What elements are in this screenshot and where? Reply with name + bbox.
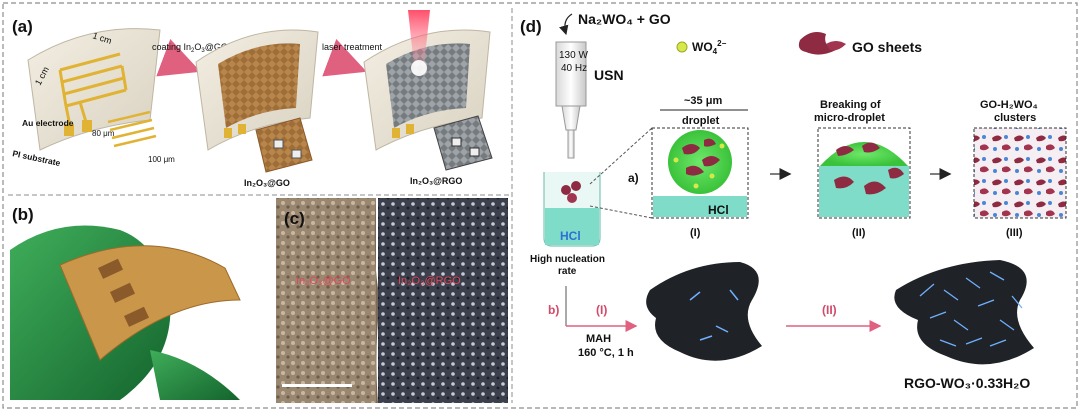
freq-label: 40 Hz [561, 63, 587, 74]
panel-c: (c) In₂O₃@GO In₂O₃@RGO [276, 198, 508, 403]
au-electrode-label: Au electrode [22, 118, 74, 128]
mah-label: MAH [586, 333, 611, 345]
breaking-l2: micro-droplet [814, 112, 885, 124]
go-legend-label: GO sheets [852, 39, 922, 55]
power-label: 130 W [559, 50, 588, 61]
panel-a-label: (a) [12, 17, 33, 36]
box-hcl-label: HCl [708, 203, 729, 217]
droplet-particle [567, 193, 577, 203]
mah-cond-label: 160 °C, 1 h [578, 347, 634, 359]
stage-i-label: (I) [690, 227, 701, 239]
clusters-l1: GO-H₂WO₄ [980, 99, 1038, 111]
breaking-l1: Breaking of [820, 99, 881, 111]
panel-b-label: (b) [12, 205, 34, 224]
step-laser-label: laser treatment [322, 42, 383, 52]
region-rgo-label: In₂O₃@RGO [398, 275, 461, 287]
droplet-particle [571, 181, 581, 191]
micrograph-rgo-region [378, 198, 508, 403]
route-b-label: b) [548, 303, 559, 317]
panel-d: (d) Na₂WO₄ + GO 130 W 40 Hz USN HCl High… [520, 11, 1067, 391]
interdigitated-electrode [58, 52, 128, 127]
nanoparticle [451, 137, 462, 147]
nebulizer-nozzle [567, 129, 575, 159]
panel-d-label: (d) [520, 17, 542, 36]
panel-b: (b) [8, 198, 270, 403]
wo4-ions [673, 143, 725, 189]
stage-i-hcl [653, 196, 747, 217]
go-sheets-in-droplet [682, 138, 720, 176]
droplet-size-label: ~35 μm [684, 95, 722, 107]
go-sheet-legend-icon [826, 41, 846, 51]
electrode-pad [82, 120, 92, 132]
rgo-wo3-product [894, 260, 1034, 365]
go-sheet-intermediate [646, 262, 762, 361]
zoom-line-top [589, 127, 653, 185]
product-label: RGO-WO₃·0.33H₂O [904, 375, 1030, 391]
go-sheets-stage-ii [834, 142, 904, 195]
route-a-label: a) [628, 171, 639, 185]
stage-ii-label: (II) [852, 227, 866, 239]
pi-substrate-film [27, 28, 161, 151]
in2o3-rgo-label: In₂O₃@RGO [410, 176, 462, 186]
nanoparticle [469, 147, 480, 157]
droplet-word: droplet [682, 115, 720, 127]
panel-c-label: (c) [284, 209, 305, 228]
clusters-l2: clusters [994, 112, 1036, 124]
droplet-particle [561, 185, 571, 195]
process-arrow-2 [322, 38, 367, 77]
nanoparticle [273, 139, 284, 149]
dim-80um: 80 μm [92, 129, 115, 138]
region-go-label: In₂O₃@GO [296, 275, 351, 287]
electrode-pad [224, 128, 232, 138]
micro-droplet [668, 130, 732, 194]
electrode-pad [392, 128, 400, 138]
stage-iii-box [973, 127, 1067, 219]
electrode-pad [238, 124, 246, 134]
dim-100um: 100 μm [148, 155, 175, 164]
step-coating-label: coating In2O3@GO [152, 42, 228, 54]
nanorods-sparse [689, 289, 739, 341]
electrode-zoom [107, 110, 157, 148]
wo4-legend-icon [676, 41, 688, 53]
zoom-line-bottom [589, 205, 653, 219]
electrode-pad [406, 124, 414, 134]
laser-spot [411, 60, 427, 76]
laser-beam [408, 10, 430, 66]
process-arrow-1 [156, 38, 201, 77]
in2o3-go-layer [218, 43, 300, 128]
panel-a: (a) 1 cm 1 cm Au electrode PI substrate … [12, 10, 493, 188]
precursor-label: Na₂WO₄ + GO [578, 11, 671, 27]
hcl-solution [545, 208, 599, 245]
precursor-arrow [559, 13, 573, 36]
stage-iii-label: (III) [1006, 227, 1023, 239]
electrode-pad [64, 124, 74, 136]
pi-substrate-label: PI substrate [12, 148, 62, 168]
nanoparticle [291, 149, 302, 159]
nebulizer-body [555, 41, 587, 107]
go-sheet-legend-icon [798, 32, 836, 55]
electrode-pads-b [98, 258, 150, 327]
in2o3-rgo-layer [386, 43, 470, 128]
mah-stage-ii: (II) [822, 303, 837, 317]
usn-label: USN [594, 67, 624, 83]
scale-bar [282, 384, 352, 387]
beaker-hcl-label: HCl [560, 229, 581, 243]
nebulizer-taper [561, 105, 581, 131]
micrograph-go-region [276, 198, 376, 403]
green-glove-thumb [150, 350, 240, 400]
in2o3-go-label: In₂O₃@GO [244, 178, 290, 188]
high-nucleation-l2: rate [558, 266, 577, 277]
mah-stage-i: (I) [596, 303, 607, 317]
nanorods-dense [919, 271, 1023, 347]
wo4-legend-label: WO42− [692, 39, 727, 56]
boundary [374, 198, 380, 403]
high-nucleation-l1: High nucleation [530, 254, 605, 265]
